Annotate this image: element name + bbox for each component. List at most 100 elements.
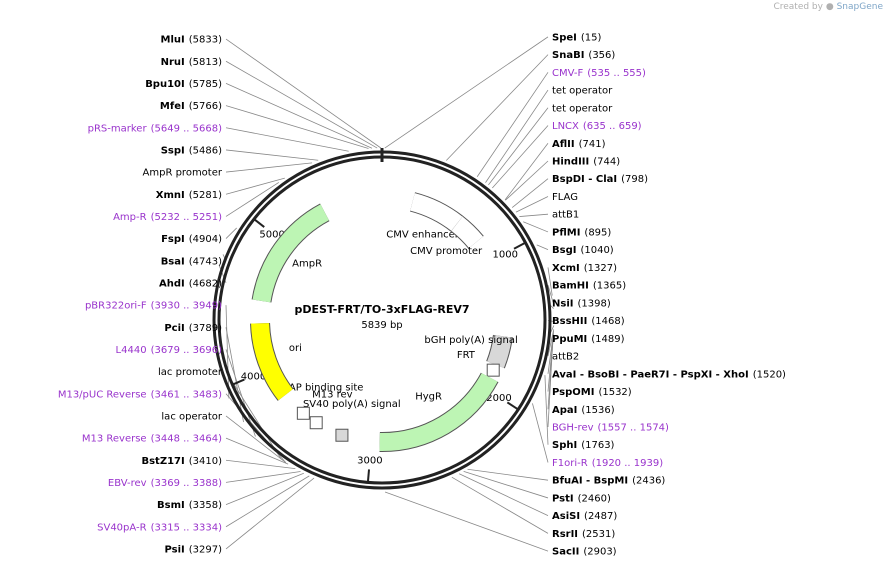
leader-sacii [384,491,549,552]
enzyme-site-pflmi[interactable]: PflMI(895) [552,227,611,238]
feature-frt[interactable] [486,363,500,377]
enzyme-site-mlui[interactable]: MluI(5833) [161,35,223,46]
feature-site-amp-r[interactable]: Amp-R(5232 .. 5251) [113,212,222,223]
leader-fspi [225,227,237,239]
feature-cmv-promoter[interactable] [451,216,483,249]
site-labels: SpeI(15) SnaBI(356) CMV-F(535 .. 555) tet o… [58,32,786,557]
enzyme-site-bsmi[interactable]: BsmI(3358) [157,500,222,511]
leader-xmni [225,177,285,195]
feature-site-tet-operator[interactable]: tet operator [552,103,613,114]
enzyme-site-xcmi[interactable]: XcmI(1327) [552,263,617,274]
enzyme-site-nsii[interactable]: NsiI(1398) [552,298,611,309]
leader-bgh-rev [547,339,554,428]
enzyme-site-psti[interactable]: PstI(2460) [552,493,611,504]
leader-sspi [225,149,319,161]
enzyme-site-avai-bsobi-paer7i-pspxi-xhoi[interactable]: AvaI - BsoBI - PaeR7I - PspXI - XhoI(152… [552,369,786,380]
tick-label-4000: 4000 [241,372,266,383]
feature-label-hygr: HygR [415,391,442,402]
enzyme-site-fspi[interactable]: FspI(4904) [161,234,222,245]
leader-f1ori-r [532,403,549,463]
credit-brand: SnapGene [836,2,883,12]
feature-hygr[interactable] [379,372,498,451]
leader-aflii [504,143,549,201]
enzyme-site-aflii[interactable]: AflII(741) [552,139,606,150]
label-leader-lines [218,36,555,552]
feature-site-ampr-promoter[interactable]: AmpR promoter [143,168,223,179]
feature-site-m13-reverse[interactable]: M13 Reverse(3448 .. 3464) [82,434,222,445]
leader-lac-promoter [225,371,282,460]
enzyme-site-sacii[interactable]: SacII(2903) [552,547,617,558]
tick-label-1000: 1000 [492,250,517,261]
feature-ori[interactable] [251,322,293,401]
tick-5000 [254,218,265,228]
leader-bspdi-clai [511,178,549,208]
feature-site-lac-promoter[interactable]: lac promoter [158,367,223,378]
leader-tet-operator [488,107,549,186]
feature-site-ebv-rev[interactable]: EBV-rev(3369 .. 3388) [108,478,222,489]
leader-psii [225,477,315,550]
feature-site-prs-marker[interactable]: pRS-marker(5649 .. 5668) [88,123,222,134]
enzyme-site-ppumi[interactable]: PpuMI(1489) [552,334,625,345]
enzyme-site-bsgi[interactable]: BsgI(1040) [552,245,614,256]
leader-hindiii [505,160,549,201]
leader-asisi [459,473,549,517]
enzyme-site-nrui[interactable]: NruI(5813) [161,57,222,68]
leader-spei [384,36,549,149]
enzyme-site-bpu10i[interactable]: Bpu10I(5785) [145,79,222,90]
leader-bstz17i [225,459,296,469]
enzyme-site-bstz17i[interactable]: BstZ17I(3410) [141,456,222,467]
feature-cap-binding-site[interactable] [296,406,310,420]
leader-pflmi [523,221,549,233]
leader-bamhi [547,285,554,303]
enzyme-site-mfei[interactable]: MfeI(5766) [160,101,222,112]
feature-site-attb1[interactable]: attB1 [552,210,579,221]
leader-m13-reverse [225,437,289,465]
feature-site-flag[interactable]: FLAG [552,192,578,203]
feature-sv40-poly-a-signal[interactable] [335,428,349,442]
enzyme-site-pspomi[interactable]: PspOMI(1532) [552,387,632,398]
feature-site-lncx[interactable]: LNCX(635 .. 659) [552,121,642,132]
feature-site-sv40pa-r[interactable]: SV40pA-R(3315 .. 3334) [97,522,222,533]
enzyme-site-psii[interactable]: PsiI(3297) [164,544,222,555]
enzyme-site-sspi[interactable]: SspI(5486) [161,145,222,156]
enzyme-site-hindiii[interactable]: HindIII(744) [552,157,620,168]
feature-site-f1ori-r[interactable]: F1ori-R(1920 .. 1939) [552,458,663,469]
enzyme-site-bfuai-bspmi[interactable]: BfuAI - BspMI(2436) [552,476,665,487]
tick-3000 [366,469,371,482]
enzyme-site-rsrii[interactable]: RsrII(2531) [552,529,615,540]
feature-site-attb2[interactable]: attB2 [552,352,579,363]
leader-lncx [492,125,549,189]
feature-site-m13-puc-reverse[interactable]: M13/pUC Reverse(3461 .. 3483) [58,389,222,400]
feature-ampr[interactable] [252,204,330,303]
enzyme-site-bspdi-clai[interactable]: BspDI - ClaI(798) [552,174,648,185]
enzyme-site-asisi[interactable]: AsiSI(2487) [552,511,617,522]
enzyme-site-xmni[interactable]: XmnI(5281) [156,190,222,201]
feature-site-l4440[interactable]: L4440(3679 .. 3696) [116,345,223,356]
feature-m13-rev[interactable] [309,416,323,430]
plasmid-name: pDEST-FRT/TO-3xFLAG-REV7 [294,303,469,316]
feature-site-pbr322ori-f[interactable]: pBR322ori-F(3930 .. 3949) [85,301,222,312]
feature-cmv-enhancer[interactable] [410,193,463,231]
leader-cmv-f [476,72,549,177]
enzyme-site-snabi[interactable]: SnaBI(356) [552,50,615,61]
enzyme-site-pcii[interactable]: PciI(3789) [164,323,222,334]
enzyme-site-bsai[interactable]: BsaI(4743) [161,256,222,267]
feature-label-ampr: AmpR [292,259,322,270]
feature-site-lac-operator[interactable]: lac operator [161,411,222,422]
enzyme-site-sphi[interactable]: SphI(1763) [552,440,615,451]
feature-label-cmv-promoter: CMV promoter [410,246,483,257]
leader-sphi [544,375,549,445]
enzyme-site-spei[interactable]: SpeI(15) [552,32,602,43]
feature-site-tet-operator[interactable]: tet operator [552,86,613,97]
tick-1000 [513,242,526,250]
enzyme-site-ahdi[interactable]: AhdI(4682) [159,278,222,289]
enzyme-site-apai[interactable]: ApaI(1536) [552,405,615,416]
enzyme-site-bamhi[interactable]: BamHI(1365) [552,281,626,292]
enzyme-site-bsshii[interactable]: BssHII(1468) [552,316,625,327]
feature-site-cmv-f[interactable]: CMV-F(535 .. 555) [552,68,646,79]
feature-site-bgh-rev[interactable]: BGH-rev(1557 .. 1574) [552,423,669,434]
credit-prefix: Created by [773,2,823,12]
feature-label-cmv-enhancer: CMV enhancer [386,229,460,240]
leader-flag [515,196,549,213]
leader-tet-operator [485,89,549,183]
